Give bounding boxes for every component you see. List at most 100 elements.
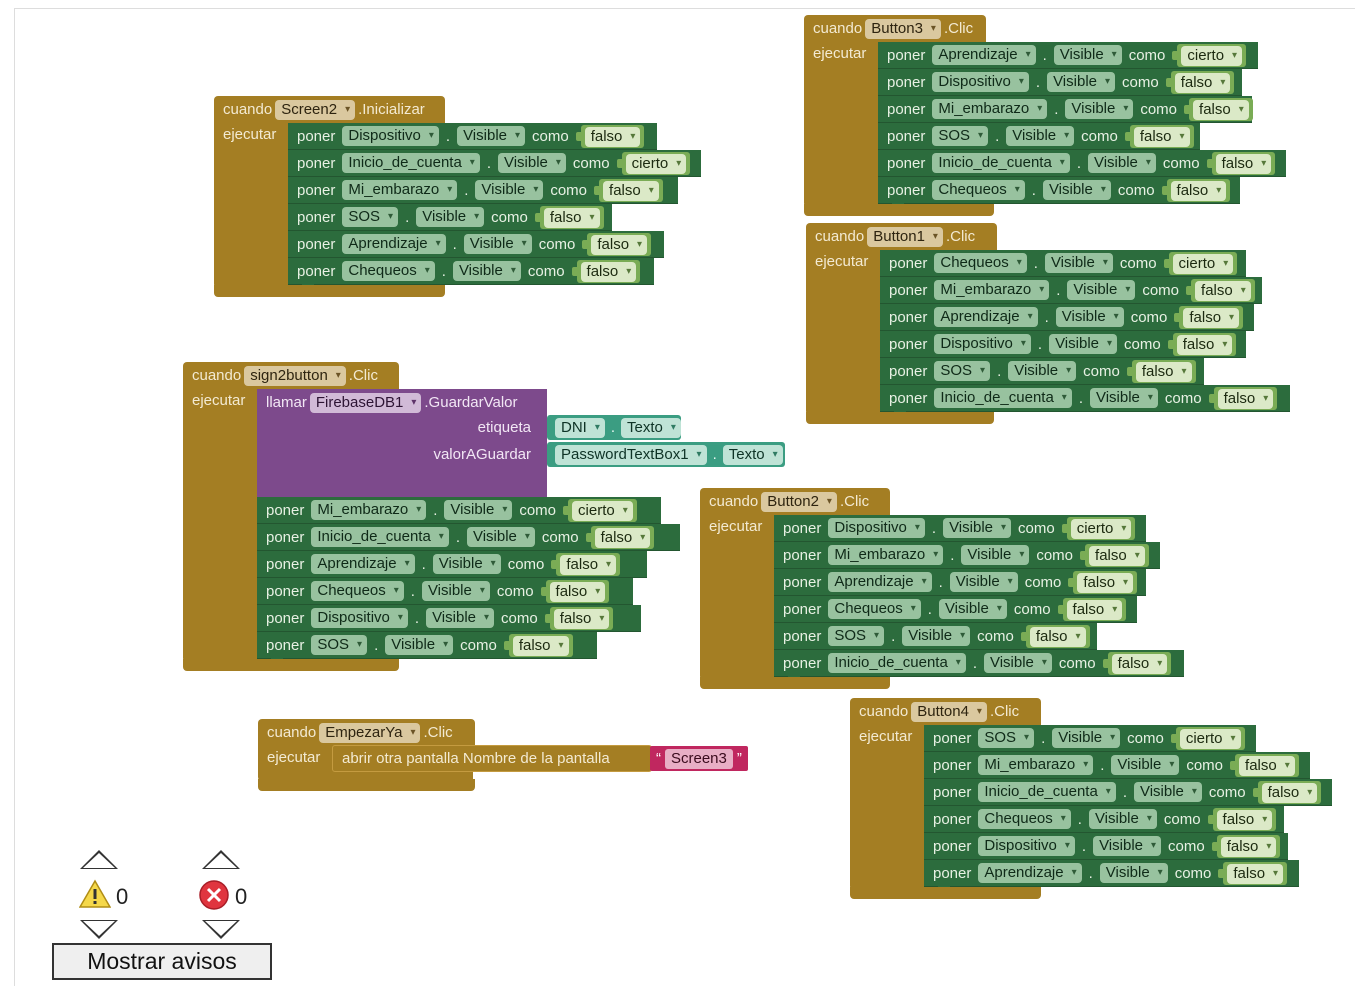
boolean-dropdown[interactable]: falso [591,234,648,255]
getter-component-dropdown[interactable]: DNI [555,417,605,438]
component-dropdown[interactable]: Aprendizaje [934,307,1038,327]
boolean-dropdown[interactable]: falso [1135,361,1192,382]
boolean-value-block[interactable]: falso [1207,807,1277,831]
boolean-dropdown[interactable]: falso [1174,72,1231,93]
screen-name-text[interactable]: Screen3 [665,748,733,769]
boolean-value-block[interactable]: falso [1208,386,1278,410]
component-dropdown[interactable]: Inicio_de_cuenta [934,388,1072,408]
component-dropdown[interactable]: Aprendizaje [932,45,1036,65]
boolean-value-block[interactable]: cierto [1172,43,1247,67]
boolean-value-block[interactable]: falso [1167,332,1237,356]
component-dropdown[interactable]: Aprendizaje [828,572,932,592]
property-dropdown[interactable]: Visible [1053,45,1122,65]
boolean-dropdown[interactable]: falso [1216,809,1273,830]
boolean-value-block[interactable]: falso [1230,753,1299,777]
boolean-dropdown[interactable]: falso [1176,334,1233,355]
boolean-value-block[interactable]: falso [571,259,641,283]
dni-text-getter[interactable]: DNI.Texto [547,415,681,440]
boolean-value-block[interactable]: cierto [563,498,637,522]
property-dropdown[interactable]: Visible [949,572,1018,592]
getter-component-dropdown[interactable]: PasswordTextBox1 [555,444,707,465]
boolean-dropdown[interactable]: falso [553,608,610,629]
property-dropdown[interactable]: Visible [902,626,971,646]
boolean-dropdown[interactable]: falso [1220,836,1277,857]
boolean-dropdown[interactable]: falso [549,581,606,602]
call-component-dropdown[interactable]: FirebaseDB1 [309,393,422,413]
next-error-arrow-icon[interactable] [202,920,240,939]
component-dropdown[interactable]: Chequeos [934,253,1027,273]
component-dropdown[interactable]: Dispositivo [934,334,1031,354]
boolean-dropdown[interactable]: falso [603,180,659,201]
event-component-dropdown[interactable]: Button1 [867,226,943,247]
component-dropdown[interactable]: Chequeos [828,599,921,619]
property-dropdown[interactable]: Visible [475,180,544,200]
boolean-value-block[interactable]: cierto [1163,251,1238,275]
boolean-dropdown[interactable]: falso [1217,388,1274,409]
property-dropdown[interactable]: Visible [1042,180,1111,200]
component-dropdown[interactable]: Dispositivo [828,518,925,538]
event-component-dropdown[interactable]: sign2button [244,365,346,386]
boolean-value-block[interactable]: cierto [1170,726,1245,750]
boolean-dropdown[interactable]: falso [1195,280,1251,301]
component-dropdown[interactable]: Aprendizaje [311,554,415,574]
property-dropdown[interactable]: Visible [466,527,535,547]
component-dropdown[interactable]: Inicio_de_cuenta [932,153,1070,173]
boolean-value-block[interactable]: falso [1161,178,1231,202]
component-dropdown[interactable]: Mi_embarazo [932,99,1048,119]
property-dropdown[interactable]: Visible [416,207,485,227]
property-dropdown[interactable]: Visible [1065,99,1134,119]
component-dropdown[interactable]: Dispositivo [978,836,1075,856]
boolean-dropdown[interactable]: falso [580,261,637,282]
boolean-dropdown[interactable]: falso [1215,153,1272,174]
boolean-value-block[interactable]: falso [1068,570,1138,594]
property-dropdown[interactable]: Visible [1006,126,1075,146]
component-dropdown[interactable]: Chequeos [978,809,1071,829]
component-dropdown[interactable]: Mi_embarazo [342,180,458,200]
component-dropdown[interactable]: SOS [934,361,991,381]
component-dropdown[interactable]: Mi_embarazo [978,755,1094,775]
property-dropdown[interactable]: Visible [1089,388,1158,408]
property-dropdown[interactable]: Visible [421,581,490,601]
boolean-value-block[interactable]: falso [1184,97,1253,121]
boolean-dropdown[interactable]: cierto [1181,45,1243,66]
boolean-dropdown[interactable]: falso [1227,863,1284,884]
component-dropdown[interactable]: SOS [342,207,399,227]
component-dropdown[interactable]: Chequeos [342,261,435,281]
next-warning-arrow-icon[interactable] [80,920,118,939]
property-dropdown[interactable]: Visible [1099,863,1168,883]
boolean-value-block[interactable]: falso [540,579,610,603]
property-dropdown[interactable]: Visible [1067,280,1136,300]
component-dropdown[interactable]: SOS [932,126,989,146]
property-dropdown[interactable]: Visible [1055,307,1124,327]
open-another-screen-block[interactable]: abrir otra pantalla Nombre de la pantall… [332,745,652,772]
boolean-dropdown[interactable]: falso [584,126,641,147]
property-dropdown[interactable]: Visible [385,635,454,655]
boolean-dropdown[interactable]: cierto [625,153,687,174]
boolean-value-block[interactable]: falso [551,552,621,576]
boolean-dropdown[interactable]: falso [1239,755,1295,776]
boolean-dropdown[interactable]: falso [1089,545,1145,566]
component-dropdown[interactable]: Inicio_de_cuenta [311,527,449,547]
boolean-dropdown[interactable]: falso [560,554,617,575]
property-dropdown[interactable]: Visible [497,153,566,173]
boolean-value-block[interactable]: falso [1218,861,1288,885]
